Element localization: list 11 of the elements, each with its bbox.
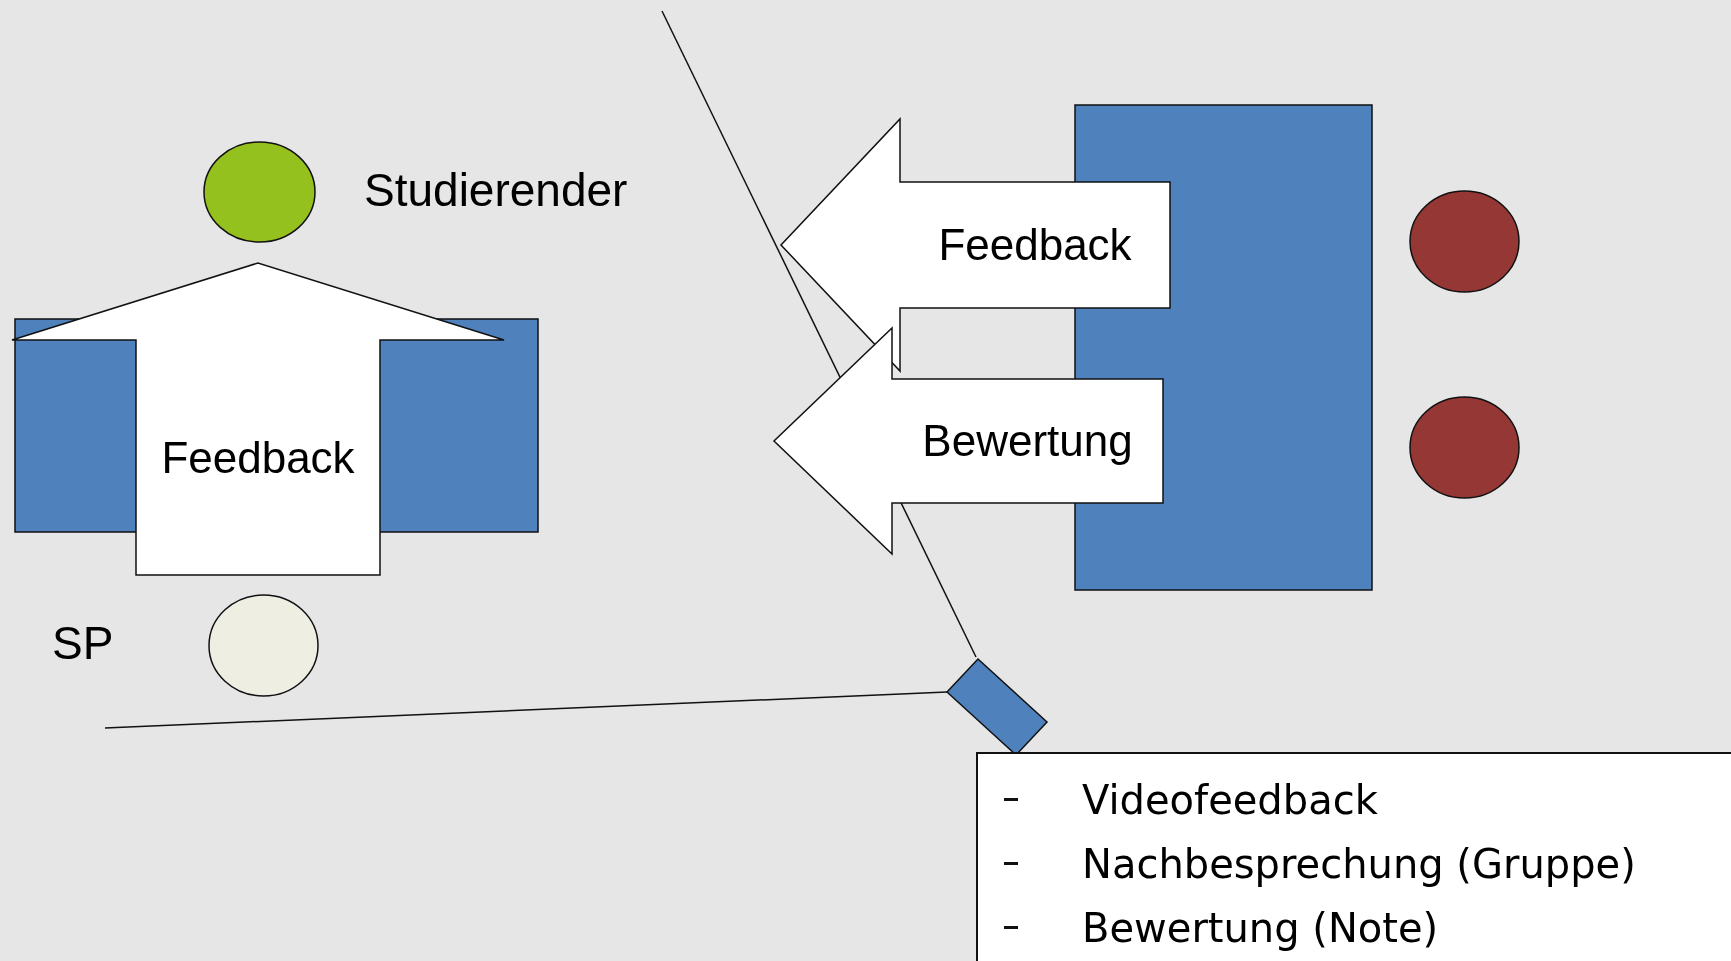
edge-label: Feedback (161, 432, 355, 483)
list-item: Nachbesprechung (Gruppe) (1082, 841, 1636, 887)
block-arrow (11, 262, 505, 576)
person-label: Studierender (364, 163, 628, 217)
edge-label: Feedback (938, 220, 1132, 270)
list-item: Videofeedback (1082, 777, 1378, 823)
block-arrow (772, 326, 1164, 556)
list-item: Bewertung (Note) (1082, 905, 1439, 951)
person-label: SP (52, 616, 114, 670)
edge-label: Bewertung (922, 416, 1133, 466)
block-arrow (779, 117, 1171, 373)
